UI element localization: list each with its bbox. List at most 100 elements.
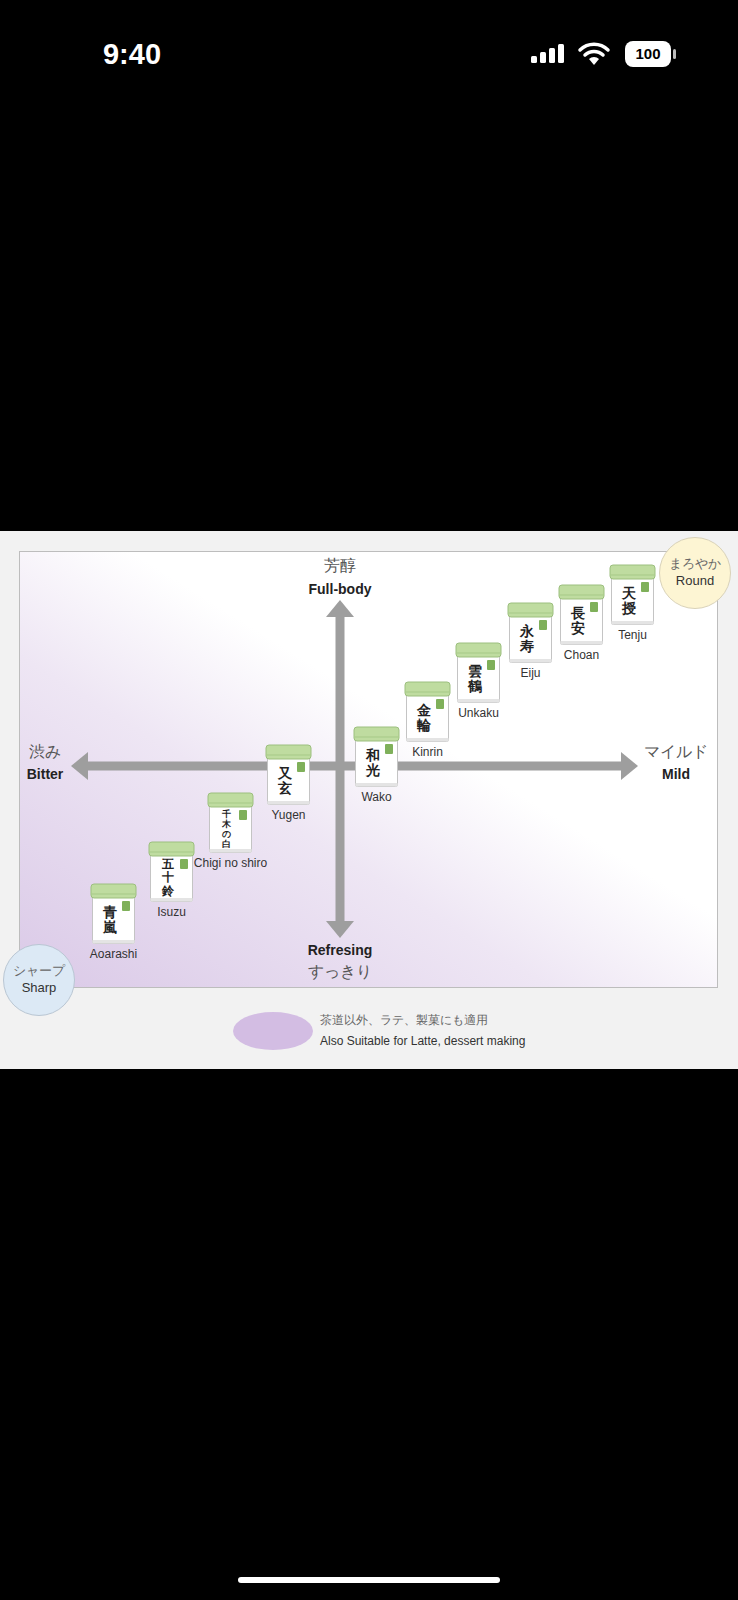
matcha-tin: 雲鶴Unkaku <box>455 642 502 704</box>
tin-lid-rim <box>406 692 450 693</box>
circle-label-ja: シャープ <box>13 963 65 980</box>
tin-lid <box>149 842 194 856</box>
circle-label-ja: まろやか <box>669 556 721 573</box>
tin-body <box>561 597 603 645</box>
tin-body <box>268 757 310 805</box>
matcha-tin: 青嵐Aoarashi <box>90 883 137 945</box>
tin-name: Aoarashi <box>90 947 137 961</box>
tin-kanji: 千木の白 <box>222 809 231 849</box>
status-time: 9:40 <box>103 37 161 72</box>
tin-lid-rim <box>150 852 194 853</box>
legend-text: 茶道以外、ラテ、製菓にも適用 <box>320 1013 488 1027</box>
taste-circle: まろやかRound <box>659 537 731 609</box>
tin-lid <box>354 727 399 741</box>
tin-kanji: 天授 <box>622 586 636 617</box>
tin-kanji: 雲鶴 <box>468 664 482 695</box>
tin-name: Yugen <box>271 808 305 822</box>
tin-name: Kinrin <box>412 745 443 759</box>
axis-label-en: Mild <box>662 766 690 783</box>
tin-kanji: 永寿 <box>520 624 534 655</box>
tin-kanji: 和光 <box>366 748 380 779</box>
tin-stamp <box>239 810 247 820</box>
battery-level: 100 <box>635 45 660 63</box>
tin-base <box>151 898 193 902</box>
arrow-head <box>326 921 354 938</box>
tin-lid-rim <box>457 653 501 654</box>
axis-label-ja: マイルド <box>644 742 708 761</box>
signal-bar <box>540 52 546 63</box>
tin-stamp <box>487 660 495 670</box>
tin-stamp <box>436 699 444 709</box>
arrow-head <box>326 600 354 617</box>
tin-lid <box>208 793 253 807</box>
matcha-tin: 五十鈴Isuzu <box>148 841 195 903</box>
taste-circle: シャープSharp <box>3 944 75 1016</box>
axis-label-en: Full-body <box>309 581 372 598</box>
tin-stamp <box>641 582 649 592</box>
tin-lid-rim <box>355 737 399 738</box>
tin-body <box>93 896 135 944</box>
tin-body <box>151 854 193 902</box>
axis-label-ja: すっきり <box>308 962 372 981</box>
bitter-mild-axis <box>84 762 625 771</box>
tin-body <box>510 615 552 663</box>
signal-bar <box>531 56 537 63</box>
tin-name: Wako <box>361 790 391 804</box>
tin-stamp <box>539 620 547 630</box>
tin-lid <box>405 682 450 696</box>
tin-stamp <box>122 901 130 911</box>
tin-lid-rim <box>267 755 311 756</box>
wifi-icon <box>585 51 603 55</box>
tin-base <box>510 659 552 663</box>
battery-nub <box>673 49 676 59</box>
tin-lid <box>559 585 604 599</box>
wifi-icon <box>580 44 608 50</box>
tin-body <box>407 694 449 742</box>
tin-lid <box>91 884 136 898</box>
arrow-head <box>71 752 88 780</box>
tin-stamp <box>590 602 598 612</box>
tin-kanji: 又玄 <box>278 766 292 797</box>
arrow-head <box>621 752 638 780</box>
tin-lid-rim <box>509 613 553 614</box>
axis-label-en: Bitter <box>27 766 64 783</box>
matcha-tin: 千木の白Chigi no shiro <box>207 792 254 854</box>
tin-stamp <box>180 859 188 869</box>
tin-kanji: 長安 <box>571 606 585 637</box>
signal-bar <box>558 44 564 63</box>
tin-name: Isuzu <box>157 905 186 919</box>
tin-base <box>356 783 398 787</box>
battery-icon <box>625 41 671 67</box>
tin-base <box>210 849 252 853</box>
matcha-tin: 和光Wako <box>353 726 400 788</box>
tin-stamp <box>297 762 305 772</box>
tin-lid <box>508 603 553 617</box>
tin-name: Choan <box>564 648 599 662</box>
matcha-tin: 長安Choan <box>558 584 605 646</box>
tin-body <box>458 655 500 703</box>
circle-label-en: Round <box>676 573 714 590</box>
matcha-tin: 金輪Kinrin <box>404 681 451 743</box>
tin-lid-rim <box>611 575 655 576</box>
tin-lid-rim <box>92 894 136 895</box>
tin-kanji: 五十鈴 <box>162 858 174 898</box>
tin-base <box>93 940 135 944</box>
tin-lid <box>456 643 501 657</box>
tin-name: Eiju <box>520 666 540 680</box>
tin-base <box>612 621 654 625</box>
wifi-icon <box>589 57 599 65</box>
tin-kanji: 青嵐 <box>103 905 117 936</box>
circle-label-en: Sharp <box>22 980 57 997</box>
axis-label-ja: 芳醇 <box>324 556 356 575</box>
tin-base <box>268 801 310 805</box>
axis-label-ja: 渋み <box>29 742 61 761</box>
fullbody-refreshing-axis <box>336 612 345 926</box>
tin-name: Tenju <box>618 628 647 642</box>
home-indicator <box>238 1577 500 1583</box>
tin-lid-rim <box>560 595 604 596</box>
tin-lid <box>610 565 655 579</box>
tin-kanji: 金輪 <box>417 703 431 734</box>
matcha-tin: 又玄Yugen <box>265 744 312 806</box>
matcha-tin: 永寿Eiju <box>507 602 554 664</box>
